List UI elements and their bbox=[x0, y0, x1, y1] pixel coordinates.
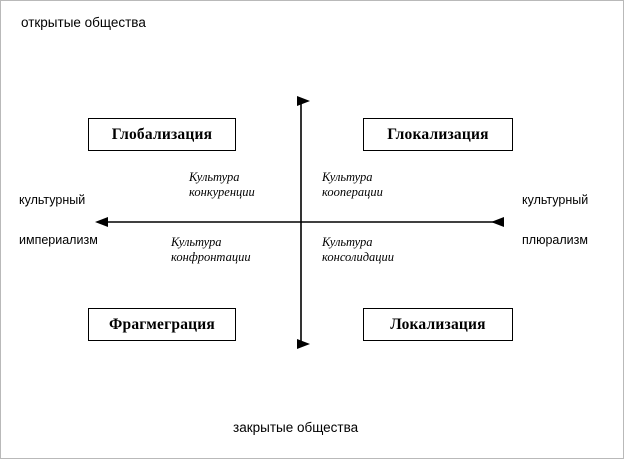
bottom-axis-caption: закрытые общества bbox=[233, 420, 359, 435]
quadrant-box-fragmegration-label: Фрагмеграция bbox=[108, 315, 215, 333]
culture-label-cooperation-line2: кооперации bbox=[322, 185, 383, 199]
culture-label-consolidation: Культура консолидации bbox=[322, 235, 394, 265]
quadrant-box-globalization-label: Глобализация bbox=[111, 125, 213, 143]
culture-label-confrontation-line1: Культура bbox=[171, 235, 222, 249]
top-axis-caption: открытые общества bbox=[21, 15, 146, 30]
right-axis-label-line1: культурный bbox=[522, 193, 589, 207]
culture-label-consolidation-line1: Культура bbox=[322, 235, 373, 249]
quadrant-box-fragmegration: Фрагмеграция bbox=[88, 308, 236, 341]
culture-label-cooperation-line1: Культура bbox=[322, 170, 373, 184]
quadrant-box-glocalization-label: Глокализация bbox=[387, 125, 489, 143]
quadrant-box-localization: Локализация bbox=[363, 308, 513, 341]
culture-label-cooperation: Культура кооперации bbox=[322, 170, 383, 200]
culture-label-confrontation: Культура конфронтации bbox=[171, 235, 251, 265]
quadrant-box-globalization: Глобализация bbox=[88, 118, 236, 151]
culture-label-consolidation-line2: консолидации bbox=[322, 250, 395, 264]
culture-label-competition-line1: Культура bbox=[189, 170, 240, 184]
left-axis-label-line2: империализм bbox=[19, 233, 98, 247]
culture-label-competition: Культура конкуренции bbox=[189, 170, 255, 200]
quadrant-box-localization-label: Локализация bbox=[390, 315, 486, 333]
right-axis-label-line2: плюрализм bbox=[522, 233, 588, 247]
culture-label-competition-line2: конкуренции bbox=[189, 185, 255, 199]
culture-label-confrontation-line2: конфронтации bbox=[171, 250, 251, 264]
left-axis-label-line1: культурный bbox=[19, 193, 86, 207]
quadrant-box-glocalization: Глокализация bbox=[363, 118, 513, 151]
